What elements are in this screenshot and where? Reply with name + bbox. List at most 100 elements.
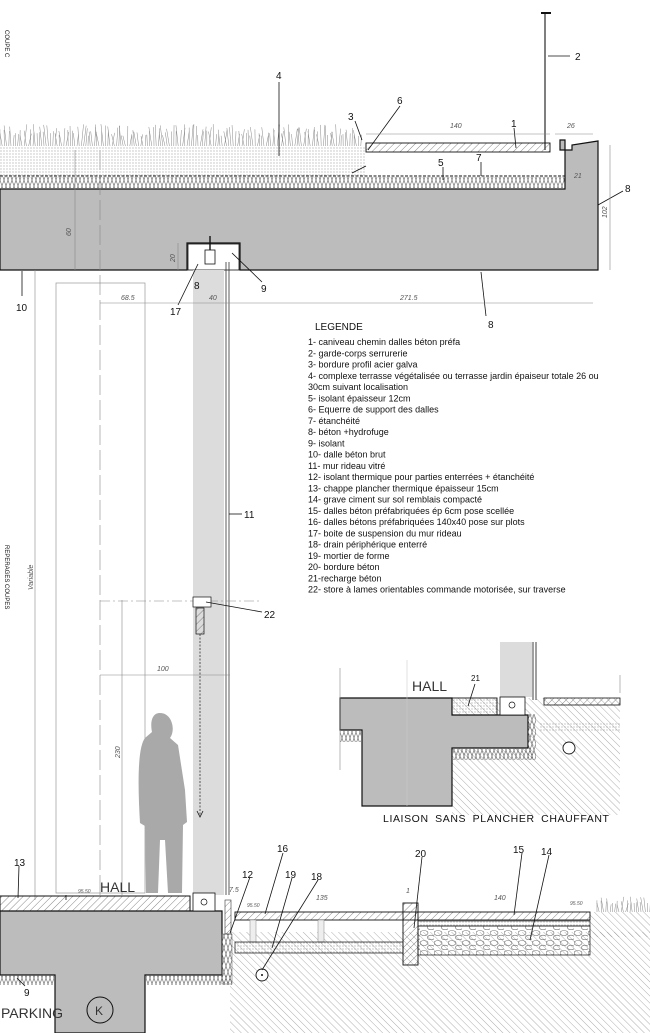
callout-2: 2 (575, 52, 581, 63)
grass-blade (288, 131, 291, 147)
callout-22: 22 (264, 610, 276, 621)
callout-13: 13 (14, 858, 26, 869)
grass-blade (208, 127, 212, 147)
concrete-topping (451, 697, 498, 716)
grass-blade (111, 132, 115, 147)
grass-blade (95, 124, 98, 147)
grass-blade (620, 901, 624, 913)
grass-blade (204, 126, 207, 147)
callout-16: 16 (277, 844, 289, 855)
dim-140-bottom: 140 (494, 895, 506, 902)
legend-title: LEGENDE (315, 322, 363, 333)
legend-item: 8- béton +hydrofuge (308, 427, 389, 437)
dim-40: 40 (209, 295, 217, 302)
callout-9-parking: 9 (24, 988, 30, 999)
callout-3: 3 (348, 112, 354, 123)
grass-blade (330, 133, 333, 147)
grass-blade (223, 131, 227, 147)
legend-item: 6- Equerre de support des dalles (308, 405, 439, 415)
grass-blade (265, 135, 269, 147)
grass-blade (90, 131, 93, 147)
callout-7: 7 (476, 153, 482, 164)
grass-blade (316, 134, 320, 147)
grass-blade (111, 134, 115, 147)
grass-blade (46, 125, 49, 147)
grass-blade (629, 896, 633, 913)
callout-1: 1 (511, 119, 517, 130)
dim-21: 21 (573, 173, 582, 180)
grass-blade (353, 130, 357, 147)
legend-item: 4- complexe terrasse végétalisée ou terr… (308, 371, 599, 381)
legend-item: 9- isolant (308, 438, 345, 448)
grass-blade (250, 127, 254, 147)
callout-11: 11 (244, 510, 255, 521)
grass-blade (12, 135, 15, 147)
grass-blade (261, 127, 265, 147)
grass-blade (639, 902, 642, 913)
grass-blade (291, 134, 293, 147)
grass-blade (600, 897, 604, 913)
side-title: REPERAGES COUPES (3, 545, 9, 609)
grass-blade (73, 133, 76, 147)
callout-8-box: 8 (194, 281, 200, 292)
grass-blade (120, 135, 124, 147)
grass-blade (304, 131, 307, 147)
grass-blade (247, 129, 249, 147)
section-title: COUPE C (3, 30, 9, 58)
heated-screed (0, 895, 191, 912)
dim-26: 26 (566, 123, 575, 130)
callout-17: 17 (170, 307, 182, 318)
legend-item: 12- isolant thermique pour parties enter… (308, 472, 534, 482)
grass-blade (609, 904, 612, 913)
callout-4: 4 (276, 71, 282, 82)
curtain-wall-suspension-box (187, 243, 240, 271)
roof-slab-concrete (0, 139, 599, 271)
grass-blade (199, 129, 204, 147)
grass-blade (258, 133, 260, 147)
grass-blade (281, 133, 285, 147)
grass-blade (63, 128, 66, 147)
grass-blade (338, 128, 341, 147)
grass-blade (9, 126, 12, 147)
grass-blade (335, 124, 337, 147)
grass-blade (32, 124, 36, 147)
legend-item: 20- bordure béton (308, 562, 380, 572)
legend-item: 5- isolant épaisseur 12cm (308, 393, 411, 403)
grass-blade (229, 127, 232, 147)
grass-blade (220, 135, 223, 147)
grass-blade (162, 135, 166, 147)
grass-blade (226, 128, 230, 147)
grass-blade (331, 131, 335, 147)
grass-blade (148, 126, 153, 147)
grass-blade (28, 133, 32, 147)
grass-blade (165, 132, 168, 147)
dim-100: 100 (157, 666, 169, 673)
grass-blade (136, 132, 139, 147)
dim-20: 20 (170, 254, 177, 263)
grass-blade (273, 128, 276, 147)
legend-item: 7- étanchéité (308, 416, 360, 426)
dim-140: 140 (450, 123, 462, 130)
roof-assembly (0, 12, 599, 271)
grass-blade (146, 134, 148, 147)
grass-blade (629, 902, 632, 913)
legend-item: 19- mortier de forme (308, 551, 390, 561)
grass-blade (249, 135, 252, 147)
human-silhouette (138, 713, 187, 893)
legend-item: 11- mur rideau vitré (308, 461, 385, 471)
room-parking: PARKING (1, 1005, 63, 1021)
grass-blade (39, 126, 43, 147)
dim-230: 230 (115, 746, 122, 759)
callout-20: 20 (415, 849, 427, 860)
callout-5: 5 (438, 158, 444, 169)
callout-6: 6 (397, 96, 403, 107)
grass-blade (154, 124, 157, 147)
ground-leaders (16, 852, 550, 987)
grass-blade (643, 897, 646, 913)
dim-1: 1 (406, 888, 410, 895)
legend-item: 3- bordure profil acier galva (308, 360, 418, 370)
grass-blade (283, 127, 287, 147)
grass-blade (107, 126, 111, 147)
grass-blade (76, 134, 79, 147)
